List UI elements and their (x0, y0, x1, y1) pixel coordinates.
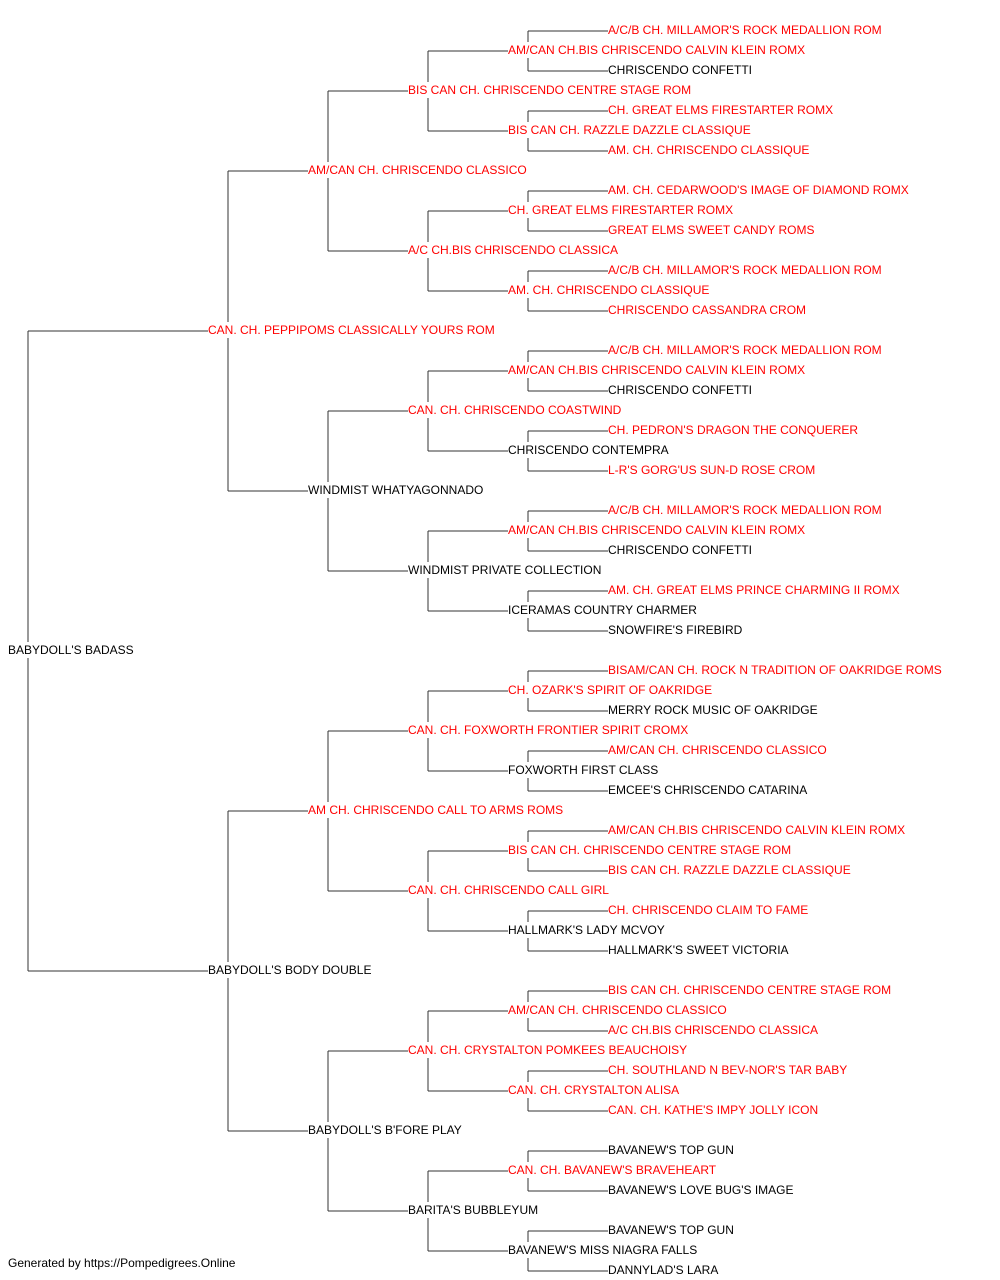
dog-dam-dam-dam[interactable]: BARITA'S BUBBLEYUM (408, 1203, 538, 1217)
dog-sire-dam-dam-dam-dam[interactable]: SNOWFIRE'S FIREBIRD (608, 623, 743, 637)
dog-dam-dam-sire[interactable]: CAN. CH. CRYSTALTON POMKEES BEAUCHOISY (408, 1043, 687, 1057)
dog-dam-sire-sire-dam[interactable]: FOXWORTH FIRST CLASS (508, 763, 658, 777)
dog-dam-dam-sire-dam-sire[interactable]: CH. SOUTHLAND N BEV-NOR'S TAR BABY (608, 1063, 847, 1077)
dog-sire-dam-dam-sire[interactable]: AM/CAN CH.BIS CHRISCENDO CALVIN KLEIN RO… (508, 523, 805, 537)
dog-sire-sire-sire[interactable]: BIS CAN CH. CHRISCENDO CENTRE STAGE ROM (408, 83, 691, 97)
dog-sire-sire-dam-sire[interactable]: CH. GREAT ELMS FIRESTARTER ROMX (508, 203, 733, 217)
dog-dam-sire-dam-dam[interactable]: HALLMARK'S LADY MCVOY (508, 923, 665, 937)
dog-sire-sire-sire-dam-dam[interactable]: AM. CH. CHRISCENDO CLASSIQUE (608, 143, 809, 157)
dog-sire[interactable]: CAN. CH. PEPPIPOMS CLASSICALLY YOURS ROM (208, 323, 495, 337)
dog-dam[interactable]: BABYDOLL'S BODY DOUBLE (208, 963, 371, 977)
footer-credit: Generated by https://Pompedigrees.Online (8, 1256, 236, 1270)
dog-sire-sire-sire-sire-dam[interactable]: CHRISCENDO CONFETTI (608, 63, 752, 77)
dog-sire-sire-dam[interactable]: A/C CH.BIS CHRISCENDO CLASSICA (408, 243, 618, 257)
dog-sire-dam-dam-sire-sire[interactable]: A/C/B CH. MILLAMOR'S ROCK MEDALLION ROM (608, 503, 882, 517)
dog-dam-sire-sire-dam-dam[interactable]: EMCEE'S CHRISCENDO CATARINA (608, 783, 807, 797)
dog-dam-dam-sire-sire-sire[interactable]: BIS CAN CH. CHRISCENDO CENTRE STAGE ROM (608, 983, 891, 997)
dog-dam-sire-sire-sire-dam[interactable]: MERRY ROCK MUSIC OF OAKRIDGE (608, 703, 818, 717)
dog-dam-sire-dam-sire-dam[interactable]: BIS CAN CH. RAZZLE DAZZLE CLASSIQUE (608, 863, 851, 877)
dog-dam-sire-sire[interactable]: CAN. CH. FOXWORTH FRONTIER SPIRIT CROMX (408, 723, 688, 737)
dog-dam-dam-dam-sire[interactable]: CAN. CH. BAVANEW'S BRAVEHEART (508, 1163, 717, 1177)
dog-sire-dam-dam[interactable]: WINDMIST PRIVATE COLLECTION (408, 563, 601, 577)
dog-dam-sire[interactable]: AM CH. CHRISCENDO CALL TO ARMS ROMS (308, 803, 563, 817)
dog-sire-sire-sire-sire-sire[interactable]: A/C/B CH. MILLAMOR'S ROCK MEDALLION ROM (608, 23, 882, 37)
dog-dam-dam-dam-dam[interactable]: BAVANEW'S MISS NIAGRA FALLS (508, 1243, 697, 1257)
dog-dam-sire-sire-sire-sire[interactable]: BISAM/CAN CH. ROCK N TRADITION OF OAKRID… (608, 663, 942, 677)
dog-sire-dam-sire-dam[interactable]: CHRISCENDO CONTEMPRA (508, 443, 669, 457)
dog-sire-dam-dam-sire-dam[interactable]: CHRISCENDO CONFETTI (608, 543, 752, 557)
dog-dam-dam[interactable]: BABYDOLL'S B'FORE PLAY (308, 1123, 462, 1137)
dog-sire-sire-dam-dam[interactable]: AM. CH. CHRISCENDO CLASSIQUE (508, 283, 709, 297)
dog-sire-sire-sire-dam[interactable]: BIS CAN CH. RAZZLE DAZZLE CLASSIQUE (508, 123, 751, 137)
dog[interactable]: BABYDOLL'S BADASS (8, 643, 134, 657)
dog-dam-dam-sire-sire-dam[interactable]: A/C CH.BIS CHRISCENDO CLASSICA (608, 1023, 818, 1037)
dog-sire-dam-dam-dam-sire[interactable]: AM. CH. GREAT ELMS PRINCE CHARMING II RO… (608, 583, 900, 597)
dog-sire-dam[interactable]: WINDMIST WHATYAGONNADO (308, 483, 483, 497)
dog-dam-dam-dam-sire-sire[interactable]: BAVANEW'S TOP GUN (608, 1143, 734, 1157)
dog-sire-dam-sire-sire[interactable]: AM/CAN CH.BIS CHRISCENDO CALVIN KLEIN RO… (508, 363, 805, 377)
dog-sire-sire-sire-sire[interactable]: AM/CAN CH.BIS CHRISCENDO CALVIN KLEIN RO… (508, 43, 805, 57)
dog-sire-dam-sire-sire-dam[interactable]: CHRISCENDO CONFETTI (608, 383, 752, 397)
dog-dam-dam-sire-dam-dam[interactable]: CAN. CH. KATHE'S IMPY JOLLY ICON (608, 1103, 818, 1117)
dog-dam-dam-dam-dam-sire[interactable]: BAVANEW'S TOP GUN (608, 1223, 734, 1237)
dog-sire-dam-dam-dam[interactable]: ICERAMAS COUNTRY CHARMER (508, 603, 697, 617)
dog-dam-sire-dam[interactable]: CAN. CH. CHRISCENDO CALL GIRL (408, 883, 609, 897)
dog-dam-dam-dam-dam-dam[interactable]: DANNYLAD'S LARA (608, 1263, 718, 1277)
dog-sire-sire-dam-sire-sire[interactable]: AM. CH. CEDARWOOD'S IMAGE OF DIAMOND ROM… (608, 183, 909, 197)
dog-sire-sire-dam-dam-sire[interactable]: A/C/B CH. MILLAMOR'S ROCK MEDALLION ROM (608, 263, 882, 277)
dog-sire-dam-sire-dam-dam[interactable]: L-R'S GORG'US SUN-D ROSE CROM (608, 463, 815, 477)
dog-sire-dam-sire-sire-sire[interactable]: A/C/B CH. MILLAMOR'S ROCK MEDALLION ROM (608, 343, 882, 357)
dog-sire-sire[interactable]: AM/CAN CH. CHRISCENDO CLASSICO (308, 163, 527, 177)
dog-dam-sire-dam-sire[interactable]: BIS CAN CH. CHRISCENDO CENTRE STAGE ROM (508, 843, 791, 857)
dog-sire-dam-sire[interactable]: CAN. CH. CHRISCENDO COASTWIND (408, 403, 622, 417)
dog-sire-sire-sire-dam-sire[interactable]: CH. GREAT ELMS FIRESTARTER ROMX (608, 103, 833, 117)
dog-dam-sire-sire-sire[interactable]: CH. OZARK'S SPIRIT OF OAKRIDGE (508, 683, 712, 697)
dog-sire-sire-dam-dam-dam[interactable]: CHRISCENDO CASSANDRA CROM (608, 303, 806, 317)
dog-dam-dam-dam-sire-dam[interactable]: BAVANEW'S LOVE BUG'S IMAGE (608, 1183, 794, 1197)
dog-dam-dam-sire-dam[interactable]: CAN. CH. CRYSTALTON ALISA (508, 1083, 679, 1097)
dog-sire-dam-sire-dam-sire[interactable]: CH. PEDRON'S DRAGON THE CONQUERER (608, 423, 858, 437)
dog-dam-dam-sire-sire[interactable]: AM/CAN CH. CHRISCENDO CLASSICO (508, 1003, 727, 1017)
dog-dam-sire-dam-dam-sire[interactable]: CH. CHRISCENDO CLAIM TO FAME (608, 903, 808, 917)
dog-dam-sire-dam-dam-dam[interactable]: HALLMARK'S SWEET VICTORIA (608, 943, 789, 957)
dog-dam-sire-sire-dam-sire[interactable]: AM/CAN CH. CHRISCENDO CLASSICO (608, 743, 827, 757)
dog-sire-sire-dam-sire-dam[interactable]: GREAT ELMS SWEET CANDY ROMS (608, 223, 814, 237)
dog-dam-sire-dam-sire-sire[interactable]: AM/CAN CH.BIS CHRISCENDO CALVIN KLEIN RO… (608, 823, 905, 837)
